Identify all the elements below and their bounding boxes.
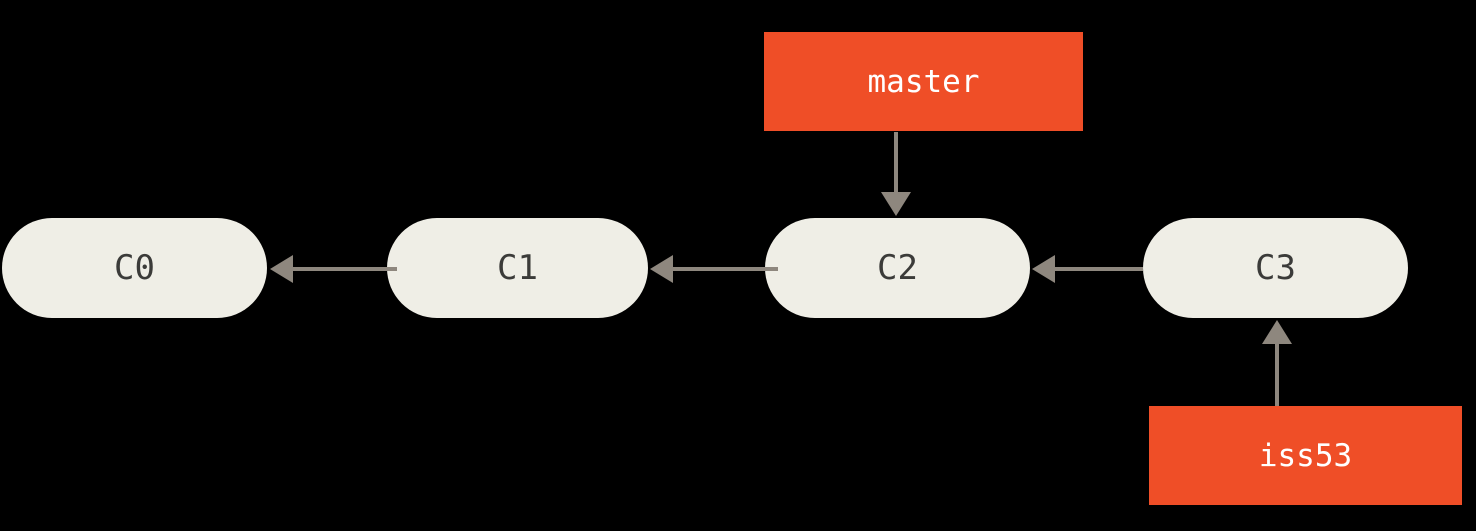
commit-node-c0: C0	[2, 218, 267, 318]
arrow-c2-to-c1	[650, 255, 778, 283]
branch-name: iss53	[1258, 437, 1353, 474]
arrow-c1-to-c0	[270, 255, 397, 283]
arrow-master-to-c2	[881, 132, 911, 216]
commit-node-c3: C3	[1143, 218, 1408, 318]
commit-label: C1	[497, 248, 538, 288]
branch-name: master	[867, 63, 980, 100]
branch-label-master: master	[764, 32, 1083, 131]
commit-label: C0	[114, 248, 155, 288]
commit-label: C2	[877, 248, 918, 288]
commit-node-c1: C1	[387, 218, 648, 318]
arrow-c3-to-c2	[1032, 255, 1143, 283]
branch-label-iss53: iss53	[1149, 406, 1462, 505]
commit-label: C3	[1255, 248, 1296, 288]
arrow-iss53-to-c3	[1262, 320, 1292, 406]
commit-node-c2: C2	[765, 218, 1030, 318]
